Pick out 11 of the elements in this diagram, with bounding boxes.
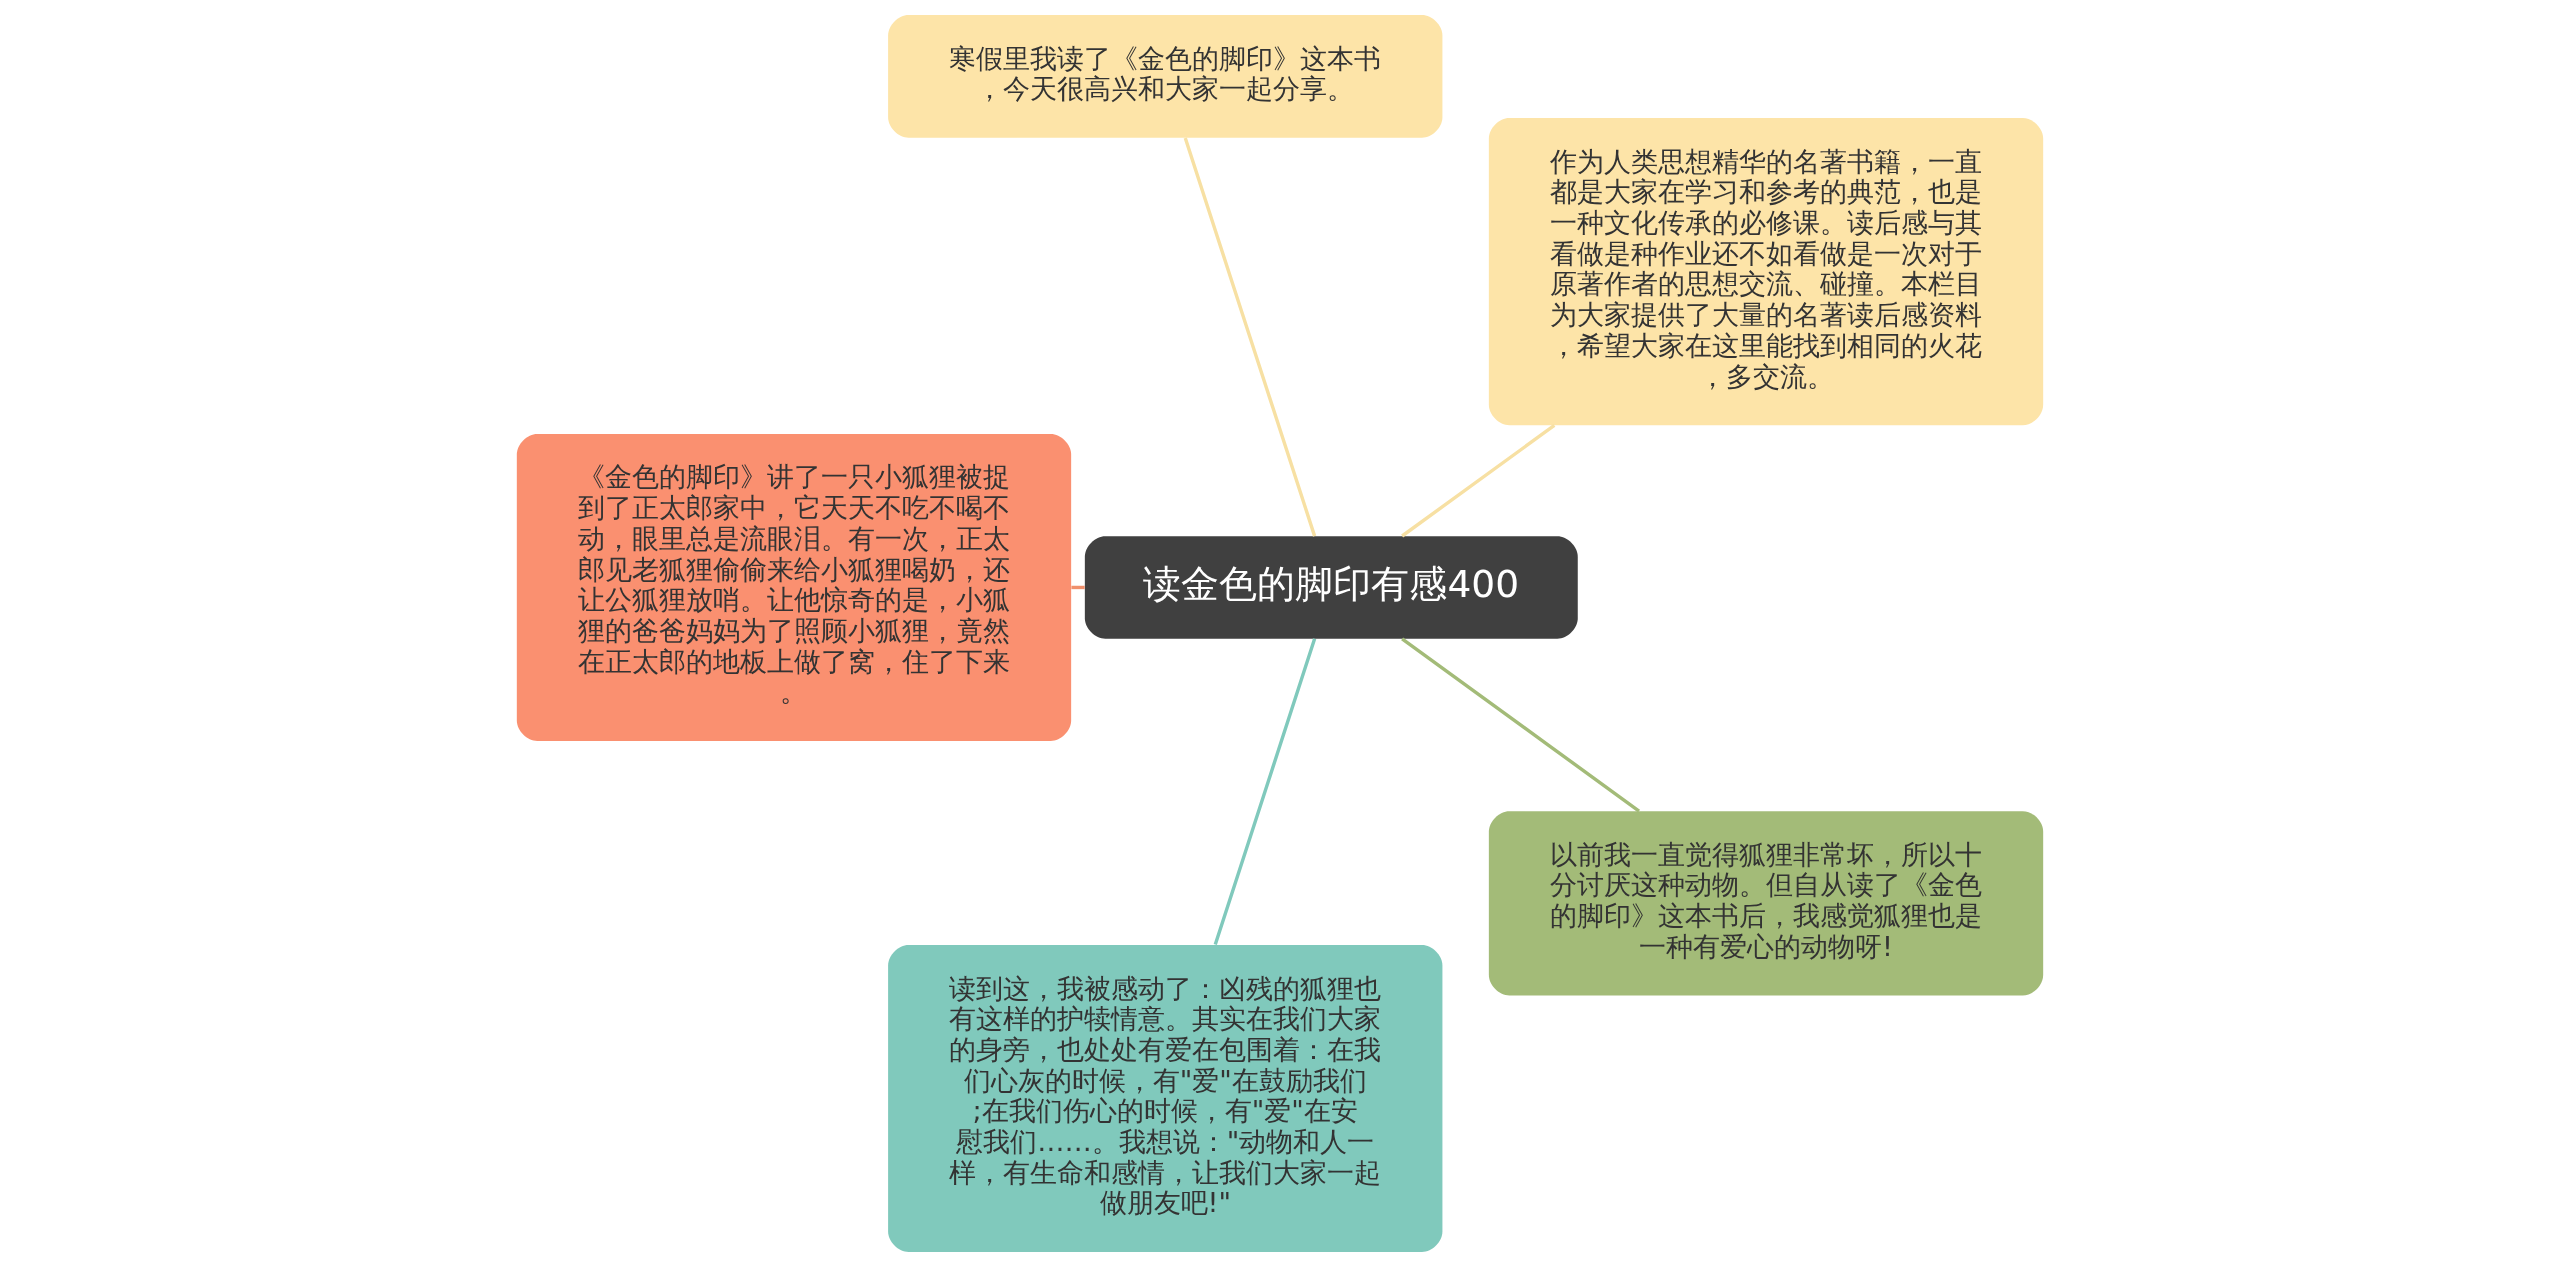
connector (1183, 137, 1317, 537)
connector (1401, 637, 1641, 813)
node-box: 读金色的脚印有感400 (1084, 536, 1578, 639)
connector (1401, 424, 1556, 538)
node-box: 读到这，我被感动了：凶残的狐狸也有这样的护犊情意。其实在我们大家的身旁，也处处有爱在包围着：在我们心灰的时候，有"爱"在鼓励我们;在我们伤心的时候，有"爱"在安慰我们……。我想说："动物和人一样，有生命和感情，让我们大家一起做朋友吧!" (888, 944, 1443, 1252)
node-box: 寒假里我读了《金色的脚印》这本书，今天很高兴和大家一起分享。 (888, 15, 1443, 138)
connector (1213, 638, 1317, 946)
node-box: 作为人类思想精华的名著书籍，一直都是大家在学习和参考的典范，也是一种文化传承的必修课。读后感与其看做是种作业还不如看做是一次对于原著作者的思想交流、碰撞。本栏目为大家提供了大量的名著读后感资料，希望大家在这里能找到相同的火花，多交流。 (1488, 118, 2044, 426)
node-box: 以前我一直觉得狐狸非常坏，所以十分讨厌这种动物。但自从读了《金色的脚印》这本书后，我感觉狐狸也是一种有爱心的动物呀! (1488, 811, 2044, 996)
node-box: 《金色的脚印》讲了一只小狐狸被捉到了正太郎家中，它天天不吃不喝不动，眼里总是流眼泪。有一次，正太郎见老狐狸偷偷来给小狐狸喝奶，还让公狐狸放哨。让他惊奇的是，小狐狸的爸爸妈妈为了照顾小狐狸，竟然在正太郎的地板上做了窝，住了下来。 (516, 433, 1072, 741)
connector (1071, 585, 1085, 590)
